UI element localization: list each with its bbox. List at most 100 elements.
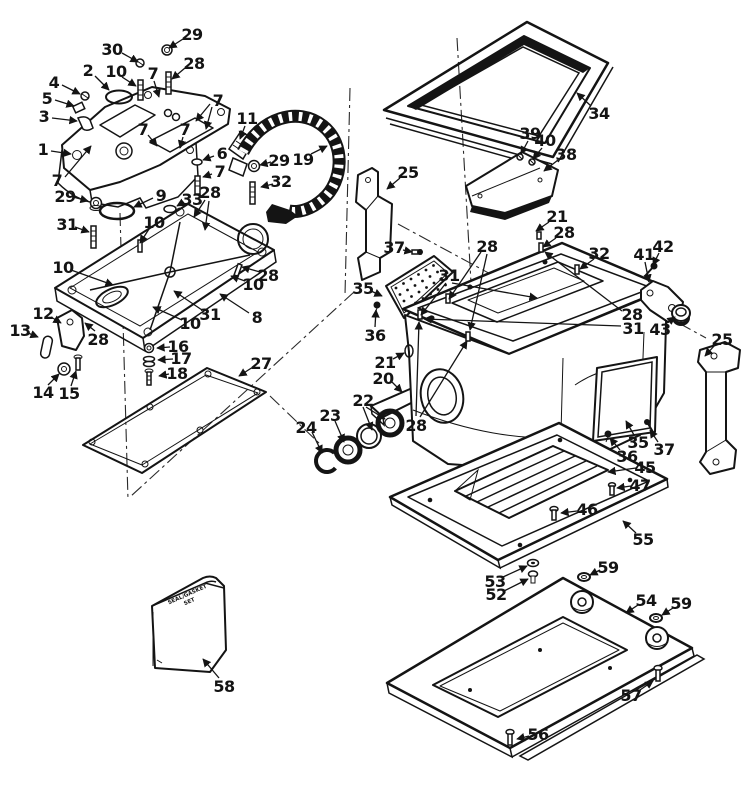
callout-28: 28 bbox=[476, 237, 498, 256]
callout-4: 4 bbox=[49, 73, 60, 92]
leader-line-22 bbox=[365, 406, 386, 420]
gasket-27 bbox=[82, 367, 267, 474]
callout-28: 28 bbox=[553, 223, 575, 242]
o-ring-9 bbox=[98, 201, 136, 221]
callout-15: 15 bbox=[58, 384, 80, 403]
leader-line-16 bbox=[156, 343, 171, 352]
grille-dot bbox=[417, 273, 420, 276]
grille-dot bbox=[630, 374, 634, 377]
stud bbox=[465, 331, 471, 342]
grille-dot bbox=[398, 293, 402, 296]
seal-33 bbox=[163, 204, 177, 214]
callout-14: 14 bbox=[32, 383, 54, 402]
grille-dot bbox=[424, 268, 428, 272]
pin-21-right bbox=[536, 231, 542, 240]
leader-line-28 bbox=[414, 321, 423, 417]
callout-28: 28 bbox=[199, 183, 221, 202]
grille-dot bbox=[639, 372, 643, 376]
grille-dot bbox=[436, 288, 440, 291]
leader-line-57 bbox=[639, 680, 654, 691]
callout-54: 54 bbox=[635, 591, 657, 610]
leader-line-35 bbox=[370, 289, 383, 297]
grille-dot bbox=[631, 383, 635, 386]
callout-31: 31 bbox=[622, 319, 644, 338]
callout-31: 31 bbox=[438, 266, 460, 285]
callout-55: 55 bbox=[632, 530, 654, 549]
leader-line-1 bbox=[50, 148, 72, 158]
leader-line-10 bbox=[70, 269, 114, 287]
callout-10: 10 bbox=[52, 258, 74, 277]
nut-29-mid bbox=[247, 159, 261, 173]
leader-line-28 bbox=[84, 322, 96, 332]
screw-4 bbox=[80, 91, 90, 101]
grille-dot bbox=[633, 401, 637, 404]
screw-37-left bbox=[411, 249, 423, 255]
leader-line-31 bbox=[423, 315, 622, 327]
leader-line-28 bbox=[419, 340, 468, 418]
callout-21: 21 bbox=[546, 207, 568, 226]
screw-46 bbox=[549, 505, 559, 521]
grille-dot bbox=[440, 277, 443, 280]
leader-line-12 bbox=[50, 315, 62, 324]
callout-7: 7 bbox=[52, 171, 63, 190]
grille-dot bbox=[432, 281, 436, 285]
leader-line-54 bbox=[625, 604, 639, 614]
o-ring-2 bbox=[105, 89, 133, 105]
leader-line-29 bbox=[72, 194, 89, 204]
leader-line-11 bbox=[238, 125, 247, 140]
callout-56: 56 bbox=[527, 725, 549, 744]
leader-line-10 bbox=[230, 274, 246, 283]
callout-40: 40 bbox=[534, 131, 556, 150]
grille-dot bbox=[622, 384, 626, 388]
elbow-fitting-lower bbox=[266, 204, 298, 224]
leader-line-3 bbox=[51, 115, 78, 125]
callout-1: 1 bbox=[38, 140, 49, 159]
callout-27: 27 bbox=[250, 354, 271, 373]
grille-35-right bbox=[592, 356, 658, 442]
leader-line-37 bbox=[649, 429, 659, 443]
grille-dot bbox=[428, 275, 432, 278]
hose-19 bbox=[227, 109, 346, 224]
screw-57 bbox=[653, 664, 663, 682]
callout-36: 36 bbox=[616, 447, 638, 466]
leader-line-36 bbox=[371, 309, 380, 328]
leader-line-7 bbox=[203, 106, 213, 130]
intake-plate-8 bbox=[54, 203, 277, 353]
callout-43: 43 bbox=[649, 320, 670, 339]
grille-dot bbox=[604, 387, 608, 391]
stud-28-top bbox=[165, 71, 172, 95]
leader-line-56 bbox=[516, 733, 530, 742]
callout-13: 13 bbox=[9, 321, 30, 340]
fitting-5 bbox=[71, 101, 86, 114]
bracket-25-left bbox=[355, 167, 393, 281]
gasket-kit-box-58: SEAL/GASKET SET bbox=[151, 575, 227, 673]
callout-39: 39 bbox=[519, 124, 541, 143]
stud bbox=[538, 242, 544, 253]
grille-dot bbox=[616, 413, 620, 416]
callout-30: 30 bbox=[101, 40, 123, 59]
leader-line-28 bbox=[544, 251, 623, 312]
leader-line-28 bbox=[448, 251, 482, 300]
leader-line-28 bbox=[171, 67, 186, 80]
retaining-ring-24 bbox=[314, 448, 340, 474]
callout-11: 11 bbox=[236, 109, 258, 128]
callout-34: 34 bbox=[588, 104, 610, 123]
callout-31: 31 bbox=[199, 305, 221, 324]
callout-28: 28 bbox=[257, 266, 279, 285]
callout-41: 41 bbox=[633, 245, 655, 264]
leader-line-13 bbox=[27, 330, 39, 339]
stud-10-top bbox=[137, 79, 144, 101]
callout-32: 32 bbox=[588, 244, 609, 263]
callout-42: 42 bbox=[652, 237, 673, 256]
leader-line-29 bbox=[168, 38, 184, 49]
leader-line-10 bbox=[152, 306, 183, 321]
exhaust-cover-34 bbox=[382, 20, 614, 170]
leader-line-17 bbox=[157, 355, 174, 364]
ring-21-left bbox=[404, 344, 414, 358]
kit-box-label-line2: SET bbox=[183, 597, 196, 607]
washer-59b bbox=[649, 613, 663, 623]
callout-46: 46 bbox=[576, 500, 598, 519]
pin-13 bbox=[39, 335, 54, 359]
